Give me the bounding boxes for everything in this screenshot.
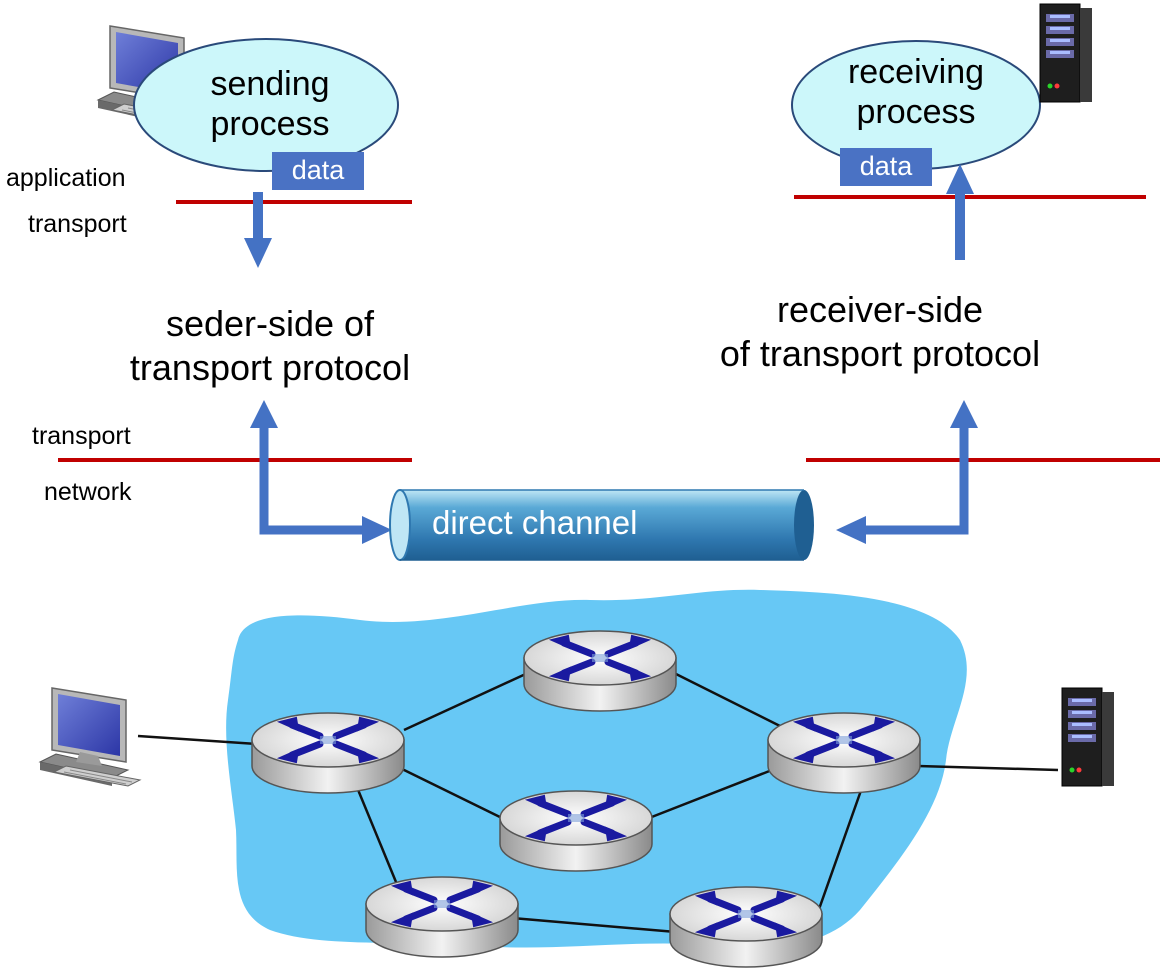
direct-channel-label: direct channel	[432, 504, 638, 541]
application-layer-label: application	[6, 164, 126, 192]
receiver-up-arrowhead	[946, 164, 974, 194]
sending-process-label: sending process	[190, 64, 350, 144]
sending-process-line1: sending	[210, 65, 330, 103]
sender-up-arrowhead	[250, 400, 278, 428]
receiver-protocol-line2: of transport protocol	[719, 333, 1041, 374]
router-icon	[768, 713, 920, 793]
transport-layer-label-upper: transport	[28, 210, 127, 238]
direct-channel-pipe	[389, 489, 814, 561]
receiver-left-arrowhead	[836, 516, 866, 544]
router-icon	[366, 877, 518, 957]
network-cloud	[226, 589, 967, 948]
router-icon	[500, 791, 652, 871]
sender-protocol-label: seder-side of transport protocol	[60, 302, 480, 390]
sender-data-box: data	[272, 152, 364, 190]
router-icon	[524, 631, 676, 711]
transport-layer-label-lower: transport	[32, 422, 131, 450]
receiver-protocol-label: receiver-side of transport protocol	[670, 288, 1090, 376]
receiving-process-label: receiving process	[836, 52, 996, 132]
sender-down-arrowhead	[244, 238, 272, 268]
network-layer-label: network	[44, 478, 132, 506]
receiver-channel-arrow	[860, 420, 969, 535]
sender-protocol-line2: transport protocol	[129, 347, 411, 388]
receiver-up-arrowhead-lower	[950, 400, 978, 428]
router-icon	[252, 713, 404, 793]
receiver-server-icon	[1039, 3, 1093, 103]
sender-right-arrowhead	[362, 516, 392, 544]
bottom-server-icon	[1061, 687, 1115, 787]
receiver-data-box: data	[840, 148, 932, 186]
sending-process-bubble	[133, 38, 399, 172]
receiver-protocol-line1: receiver-side	[776, 289, 984, 330]
receiving-process-line1: receiving	[847, 53, 985, 91]
router-icon	[670, 887, 822, 967]
sender-protocol-line1: seder-side of	[165, 303, 375, 344]
receiving-process-line2: process	[856, 93, 976, 131]
sending-process-line2: process	[210, 105, 330, 143]
network-links	[137, 670, 1059, 934]
sender-channel-arrow	[259, 420, 368, 535]
bottom-desktop-icon	[39, 687, 141, 787]
